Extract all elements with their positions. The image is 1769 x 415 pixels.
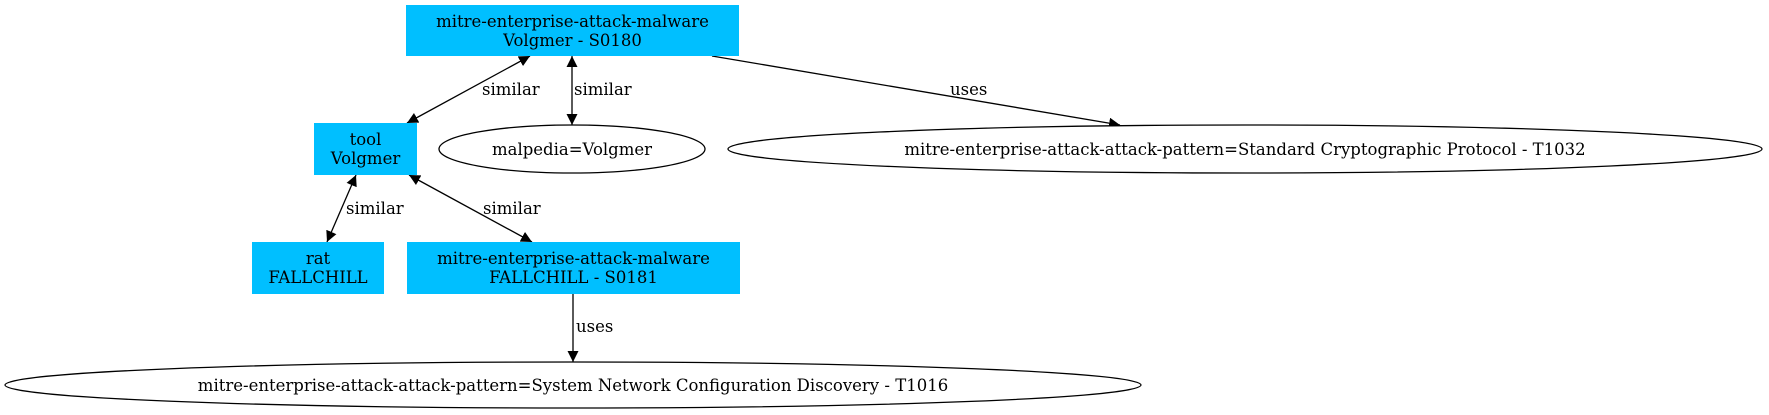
edge-malware-volgmer-to-tool-volgmer: similar [406,55,540,124]
node-label-line-2: Volgmer [330,149,401,168]
node-rat-fallchill[interactable]: rat FALLCHILL [252,242,384,294]
node-label: mitre-enterprise-attack-attack-pattern=S… [904,140,1585,159]
edge-malware-fallchill-to-t1016: uses [567,294,613,362]
node-label-line-2: FALLCHILL - S0181 [489,268,658,287]
edge-malware-volgmer-to-t1032: uses [711,55,1121,129]
edge-label: similar [574,80,632,99]
edge-label: uses [950,80,987,99]
edge-tool-volgmer-to-rat-fallchill: similar [326,174,404,243]
node-label-line-1: mitre-enterprise-attack-malware [437,249,710,268]
node-label-line-1: rat [306,249,331,268]
node-label: mitre-enterprise-attack-attack-pattern=S… [198,376,948,395]
node-malware-fallchill[interactable]: mitre-enterprise-attack-malware FALLCHIL… [407,242,740,294]
node-label: malpedia=Volgmer [492,140,652,159]
node-label-line-2: Volgmer - S0180 [502,31,642,50]
edge-label: uses [576,317,613,336]
node-pattern-t1032[interactable]: mitre-enterprise-attack-attack-pattern=S… [727,124,1763,174]
node-tool-volgmer[interactable]: tool Volgmer [314,123,417,175]
node-pattern-t1016[interactable]: mitre-enterprise-attack-attack-pattern=S… [4,361,1142,409]
node-label-line-1: mitre-enterprise-attack-malware [436,12,709,31]
edge-label: similar [482,80,540,99]
node-label-line-1: tool [350,130,382,149]
edge-label: similar [346,199,404,218]
node-label-line-2: FALLCHILL [268,268,367,287]
edge-label: similar [483,199,541,218]
node-malware-volgmer[interactable]: mitre-enterprise-attack-malware Volgmer … [406,5,739,56]
edge-malware-volgmer-to-malpedia: similar [566,56,632,125]
node-malpedia-volgmer[interactable]: malpedia=Volgmer [438,124,706,174]
edge-tool-volgmer-to-malware-fallchill: similar [408,174,541,243]
